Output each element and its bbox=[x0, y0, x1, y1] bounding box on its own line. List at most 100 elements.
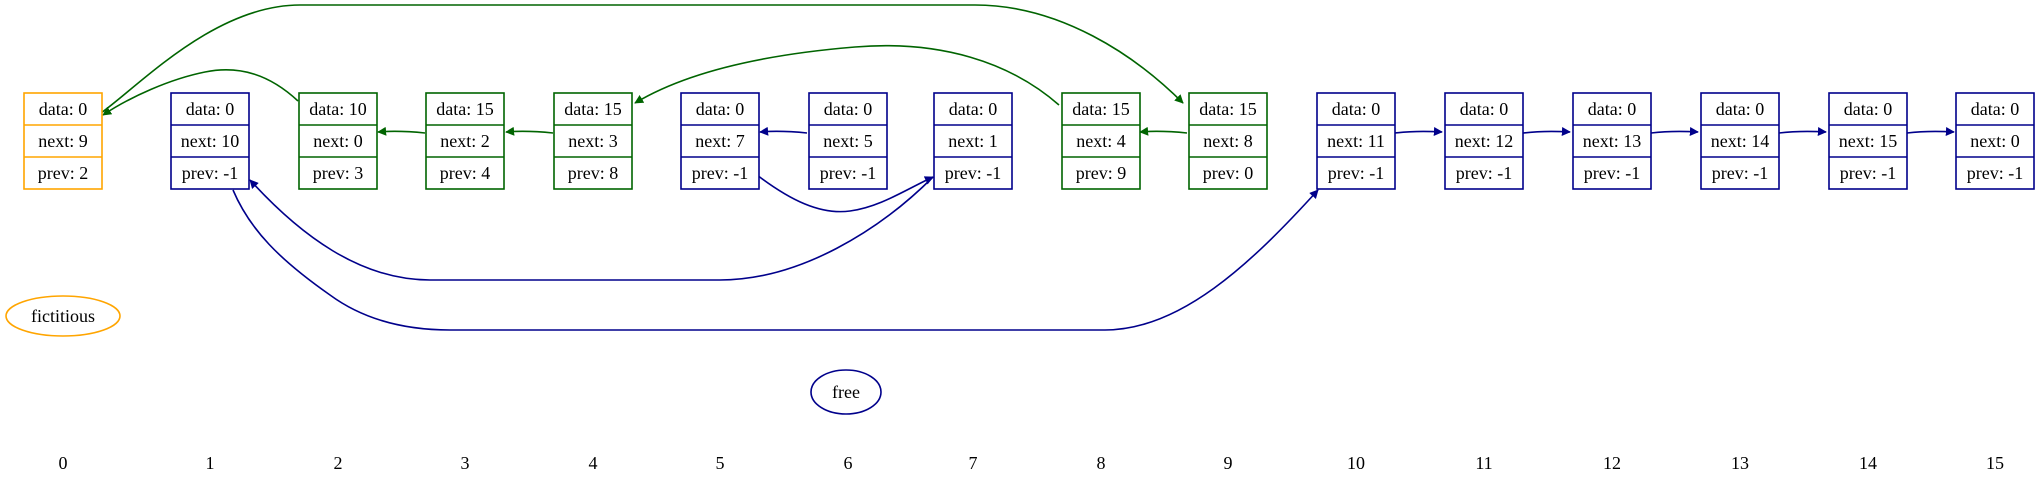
index-label: 10 bbox=[1347, 453, 1365, 473]
node-data-field: data: 15 bbox=[1072, 99, 1129, 119]
legend-free-ellipse bbox=[810, 369, 882, 415]
edge-4-to-3 bbox=[505, 126, 554, 136]
node-8: data: 15 next: 4 prev: 9 bbox=[1061, 92, 1141, 190]
index-label: 3 bbox=[461, 453, 470, 473]
node-box bbox=[1316, 92, 1396, 190]
node-box bbox=[425, 92, 505, 190]
node-next-field: next: 2 bbox=[440, 131, 490, 151]
node-prev-field: prev: 0 bbox=[1203, 163, 1253, 183]
edge-8-to-4 bbox=[634, 44, 1060, 106]
node-4: data: 15 next: 3 prev: 8 bbox=[553, 92, 633, 190]
node-prev-field: prev: -1 bbox=[1456, 163, 1512, 183]
node-12: data: 0 next: 13 prev: -1 bbox=[1572, 92, 1652, 190]
node-prev-field: prev: -1 bbox=[182, 163, 238, 183]
index-label: 12 bbox=[1603, 453, 1621, 473]
node-data-field: data: 15 bbox=[564, 99, 621, 119]
index-label: 4 bbox=[589, 453, 598, 473]
node-data-field: data: 0 bbox=[1460, 99, 1508, 119]
node-data-field: data: 0 bbox=[949, 99, 997, 119]
edge-3-to-2 bbox=[377, 126, 426, 136]
node-data-field: data: 0 bbox=[186, 99, 234, 119]
node-data-field: data: 15 bbox=[1199, 99, 1256, 119]
legend-fictitious-label: fictitious bbox=[31, 306, 95, 326]
node-box bbox=[1444, 92, 1524, 190]
edge-1-to-10 bbox=[232, 189, 1319, 331]
node-prev-field: prev: -1 bbox=[945, 163, 1001, 183]
node-next-field: next: 13 bbox=[1583, 131, 1642, 151]
node-data-field: data: 0 bbox=[824, 99, 872, 119]
node-box bbox=[553, 92, 633, 190]
node-prev-field: prev: 9 bbox=[1076, 163, 1126, 183]
node-next-field: next: 10 bbox=[181, 131, 240, 151]
node-prev-field: prev: -1 bbox=[1840, 163, 1896, 183]
node-next-field: next: 11 bbox=[1327, 131, 1385, 151]
legend-free-label: free bbox=[832, 382, 860, 402]
index-label: 14 bbox=[1859, 453, 1877, 473]
node-box bbox=[808, 92, 888, 190]
node-9: data: 15 next: 8 prev: 0 bbox=[1188, 92, 1268, 190]
node-data-field: data: 0 bbox=[1588, 99, 1636, 119]
index-label: 0 bbox=[59, 453, 68, 473]
node-6: data: 0 next: 5 prev: -1 bbox=[808, 92, 888, 190]
node-prev-field: prev: -1 bbox=[1712, 163, 1768, 183]
edge-2-to-0 bbox=[102, 69, 299, 116]
node-data-field: data: 15 bbox=[436, 99, 493, 119]
node-prev-field: prev: -1 bbox=[692, 163, 748, 183]
node-data-field: data: 10 bbox=[309, 99, 366, 119]
edge-5-to-7 bbox=[756, 174, 934, 213]
node-next-field: next: 4 bbox=[1076, 131, 1126, 151]
legend-fictitious-ellipse bbox=[5, 295, 121, 337]
node-data-field: data: 0 bbox=[696, 99, 744, 119]
node-box bbox=[680, 92, 760, 190]
node-next-field: next: 8 bbox=[1203, 131, 1253, 151]
node-box bbox=[1061, 92, 1141, 190]
node-box bbox=[1188, 92, 1268, 190]
node-data-field: data: 0 bbox=[1332, 99, 1380, 119]
index-label: 2 bbox=[334, 453, 343, 473]
node-11: data: 0 next: 12 prev: -1 bbox=[1444, 92, 1524, 190]
legend-fictitious: fictitious bbox=[5, 295, 121, 337]
node-prev-field: prev: -1 bbox=[820, 163, 876, 183]
node-next-field: next: 3 bbox=[568, 131, 618, 151]
edge-14-to-15 bbox=[1906, 127, 1955, 137]
index-label: 9 bbox=[1224, 453, 1233, 473]
node-data-field: data: 0 bbox=[1716, 99, 1764, 119]
edge-10-to-11 bbox=[1394, 127, 1443, 137]
node-data-field: data: 0 bbox=[39, 99, 87, 119]
node-10: data: 0 next: 11 prev: -1 bbox=[1316, 92, 1396, 190]
node-box bbox=[1572, 92, 1652, 190]
node-prev-field: prev: 4 bbox=[440, 163, 490, 183]
node-box bbox=[1828, 92, 1908, 190]
node-next-field: next: 0 bbox=[1970, 131, 2020, 151]
index-label: 8 bbox=[1097, 453, 1106, 473]
node-1: data: 0 next: 10 prev: -1 bbox=[170, 92, 250, 190]
node-box bbox=[298, 92, 378, 190]
node-prev-field: prev: 3 bbox=[313, 163, 363, 183]
node-data-field: data: 0 bbox=[1971, 99, 2019, 119]
index-label: 15 bbox=[1986, 453, 2004, 473]
edge-7-to-1 bbox=[249, 176, 934, 281]
edge-13-to-14 bbox=[1778, 127, 1827, 137]
node-box bbox=[1955, 92, 2035, 190]
edge-9-to-8 bbox=[1139, 126, 1188, 136]
node-box bbox=[1700, 92, 1780, 190]
legend-free: free bbox=[810, 369, 882, 415]
node-prev-field: prev: -1 bbox=[1584, 163, 1640, 183]
node-box bbox=[933, 92, 1013, 190]
node-next-field: next: 0 bbox=[313, 131, 363, 151]
node-next-field: next: 12 bbox=[1455, 131, 1514, 151]
node-prev-field: prev: -1 bbox=[1328, 163, 1384, 183]
node-next-field: next: 7 bbox=[695, 131, 745, 151]
index-label: 5 bbox=[716, 453, 725, 473]
node-data-field: data: 0 bbox=[1844, 99, 1892, 119]
node-next-field: next: 5 bbox=[823, 131, 873, 151]
edge-0-to-9 bbox=[100, 4, 1184, 114]
node-prev-field: prev: 8 bbox=[568, 163, 618, 183]
